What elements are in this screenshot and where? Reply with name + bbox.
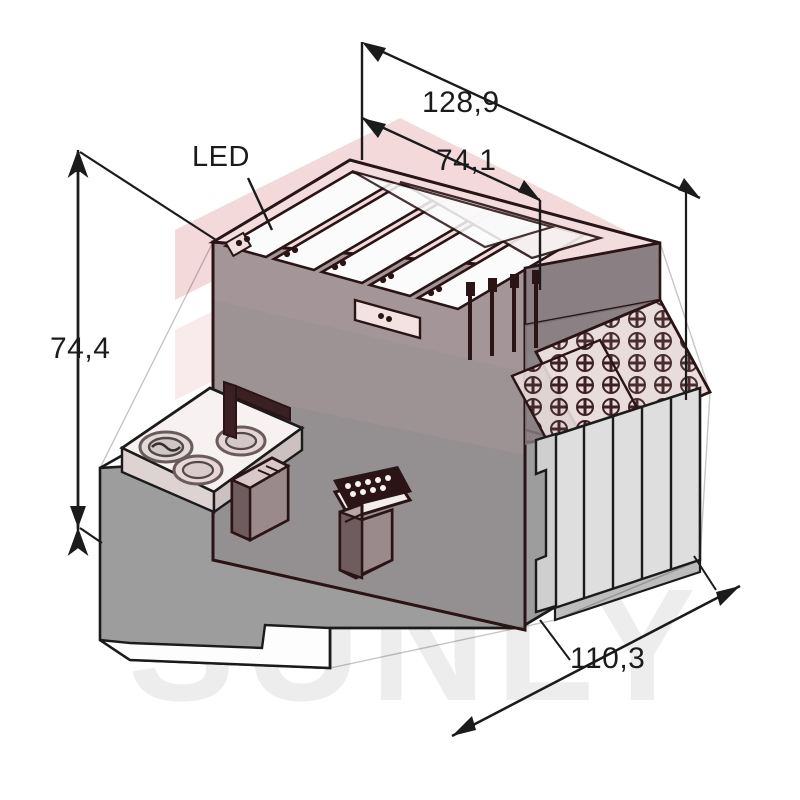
dimension-length-top: 128,9 — [360, 42, 701, 200]
block-connector-left — [229, 456, 291, 542]
top-indicator-strips — [222, 169, 605, 311]
housing-step-edge — [353, 298, 422, 340]
dimension-height-left: 74,4 — [50, 149, 217, 556]
led-callout-leader: LED — [192, 141, 274, 231]
led-label-text: LED — [192, 141, 250, 173]
device-assembly — [98, 158, 712, 670]
dsub-connector-right — [332, 466, 413, 580]
dimension-length-inner: 74,1 — [361, 116, 542, 290]
dimension-value-length: 128,9 — [422, 86, 500, 119]
terminal-module — [510, 298, 712, 622]
dimension-depth-right: 110,3 — [451, 555, 741, 738]
dimension-value-depth: 110,3 — [570, 642, 645, 675]
dimension-value-height: 74,4 — [50, 332, 110, 365]
dimension-value-inner: 74,1 — [436, 144, 496, 177]
front-connector-group — [119, 380, 413, 580]
